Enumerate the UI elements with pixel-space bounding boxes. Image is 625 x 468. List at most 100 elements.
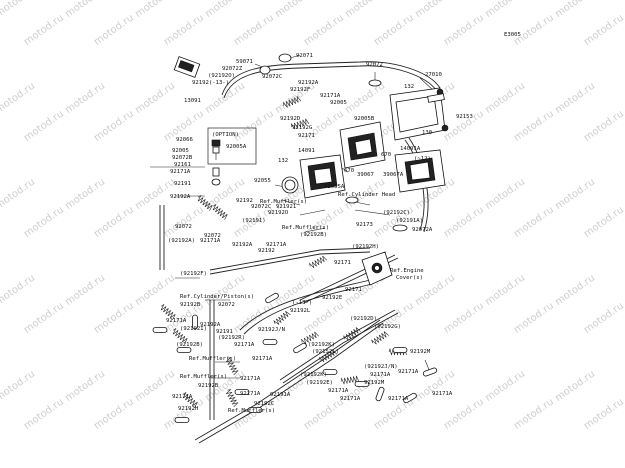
label-92192b: 92192B — [180, 302, 201, 308]
spring-clamp — [160, 303, 176, 320]
label-92005-left: 92005 — [172, 148, 189, 154]
tag-13091-part — [173, 56, 201, 78]
label-qty-12: (~12) — [414, 156, 431, 162]
watermark-text: motod.ru — [512, 301, 556, 336]
watermark-text: motod.ru — [343, 81, 387, 116]
label-92072-lower: 92072 — [218, 302, 235, 308]
label-92171a-mid: 92171A — [266, 242, 287, 248]
label-92192k-paren: (92192K) — [308, 342, 335, 348]
label-92191-lower: 92191 — [216, 329, 233, 335]
watermark-text: motod.ru — [442, 301, 486, 336]
watermark-text: motod.ru — [553, 81, 597, 116]
pipe-fitting — [234, 389, 250, 395]
label-130: 130 — [422, 130, 432, 136]
watermark-text: motod.ru — [413, 369, 457, 404]
reed-valve-39067a — [394, 149, 446, 193]
option-fitting — [211, 139, 221, 160]
watermark-text: motod.ru — [512, 13, 556, 48]
reed-valve-assembly-upper — [389, 87, 449, 141]
watermark-text: motod.ru — [22, 205, 66, 240]
label-92171a-lower-3: 92171A — [252, 356, 273, 362]
label-92072-left: 92072 — [175, 224, 192, 230]
label-92192g: 92192G — [292, 125, 313, 131]
label-92171a: 92171A — [170, 169, 191, 175]
pipe-fitting — [293, 342, 307, 354]
label-92192jn: 92192J/N — [258, 327, 285, 333]
pipe-fitting — [176, 347, 192, 353]
watermark-text: motod.ru — [63, 273, 107, 308]
watermark-text: motod.ru — [442, 397, 486, 432]
watermark-text: motod.ru — [0, 0, 37, 20]
label-92192k-paren-2: (92192K) — [300, 372, 327, 378]
watermark-text: motod.ru — [0, 177, 37, 212]
pipe-fitting — [354, 381, 370, 387]
label-132-mid: 132 — [278, 158, 288, 164]
label-92005b: 92005B — [354, 116, 375, 122]
label-92192c: 92192C — [254, 401, 274, 407]
cylinder-block-670 — [339, 121, 386, 169]
label-92192o: (92192O) — [208, 73, 235, 79]
watermark-text: motod.ru — [0, 81, 37, 116]
ref-muffler-1: Ref.Muffler(s) — [260, 199, 307, 205]
label-92192e: 92192E — [322, 295, 343, 301]
watermark-text: motod.ru — [92, 205, 136, 240]
label-92171-mid: 92171 — [334, 260, 351, 266]
watermark-text: motod.ru — [162, 205, 206, 240]
label-92192m-2: 92192M — [364, 380, 385, 386]
label-92005: 92005 — [330, 100, 347, 106]
label-92192b-lower: 92192B — [198, 383, 219, 389]
label-92072a: 92072A — [412, 227, 433, 233]
watermark-text: motod.ru — [63, 81, 107, 116]
watermark-text: motod.ru — [582, 205, 625, 240]
label-92072c-mid: 92072C — [251, 204, 271, 210]
watermark-text: motod.ru — [232, 13, 276, 48]
spring-clamp — [172, 327, 188, 344]
label-92072: 92072 — [366, 62, 383, 68]
label-92192m: 92192M — [410, 349, 431, 355]
watermark-text: motod.ru — [372, 301, 416, 336]
label-92171a-lower-2: 92171A — [234, 342, 255, 348]
label-132: 132 — [404, 84, 414, 90]
spring-clamp — [388, 347, 407, 356]
label-92055a: 92055A — [324, 184, 345, 190]
pipe-fittings — [152, 292, 438, 423]
spring-clamp — [309, 255, 328, 269]
hose-lines — [159, 61, 441, 444]
label-92072b: 92072B — [172, 155, 193, 161]
watermark-text: motod.ru — [413, 0, 457, 20]
pipe-fitting — [192, 314, 198, 330]
label-92072c: 92072C — [262, 74, 282, 80]
ref-cylinder-piston: Ref.Cylinder/Piston(s) — [180, 294, 254, 300]
watermark-text: motod.ru — [0, 369, 37, 404]
spring-clamp — [212, 203, 228, 220]
watermark-text: motod.ru — [553, 273, 597, 308]
label-92171a-top: 92171A — [320, 93, 341, 99]
label-92192-13: 92192(-13-) — [192, 80, 229, 86]
watermark-text: motod.ru — [92, 397, 136, 432]
label-92192c-paren: (92192C) — [383, 210, 410, 216]
label-92192a-lower: 92192A — [200, 322, 221, 328]
label-92192a: 92192A — [170, 194, 191, 200]
label-13-paren: (-13-) — [292, 300, 312, 306]
watermark-text: motod.ru — [133, 273, 177, 308]
spring-clamp — [225, 389, 239, 408]
label-92171-lower: 92171 — [345, 287, 362, 293]
ref-muffler-2: Ref.Muffler(s) — [282, 225, 329, 231]
watermark-text: motod.ru — [483, 273, 527, 308]
spring-clamp — [343, 327, 361, 341]
pipe-fitting — [322, 369, 338, 375]
label-14091a: 14091A — [400, 146, 421, 152]
spring-clamps — [160, 96, 407, 408]
label-92171a-lower: 92171A — [166, 318, 187, 324]
label-92005a: 92005A — [226, 144, 247, 150]
label-92071: 92071 — [296, 53, 313, 59]
label-92192g-paren: (92192G) — [374, 324, 401, 330]
label-92171a-bottom-left: 92171A — [172, 394, 193, 400]
ref-muffler-5: Ref.Muffler(s) — [228, 408, 275, 414]
pipe-fitting — [265, 292, 279, 304]
watermark-text: motod.ru — [483, 369, 527, 404]
label-92161: 92161 — [174, 162, 191, 168]
label-92153: 92153 — [456, 114, 473, 120]
watermark-text: motod.ru — [22, 301, 66, 336]
watermark-text: motod.ru — [0, 273, 37, 308]
